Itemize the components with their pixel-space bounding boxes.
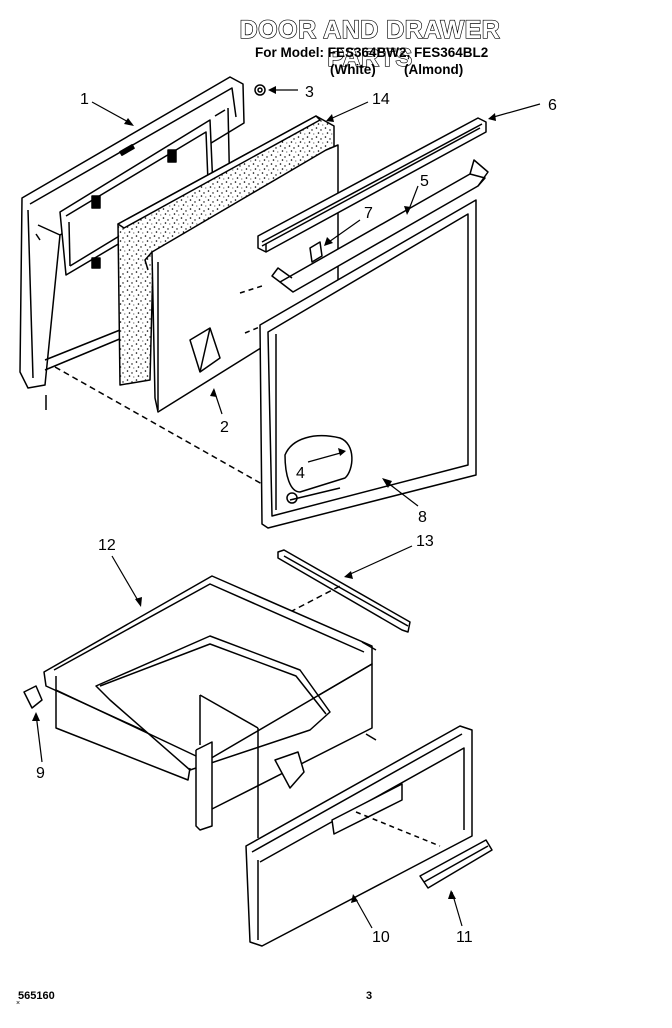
- callout-3: 3: [305, 84, 314, 101]
- color-almond-label: (Almond): [404, 62, 464, 77]
- footer-code: 565160: [18, 990, 55, 1002]
- callout-11: 11: [456, 929, 473, 946]
- door-top-trim: [257, 117, 487, 253]
- drawer-front-panel: [245, 725, 473, 947]
- drawer-glide: [23, 685, 43, 709]
- callout-9: 9: [36, 765, 45, 782]
- callout-14: 14: [372, 91, 390, 108]
- page-title: DOOR AND DRAWER PARTS: [239, 15, 501, 72]
- drawer-rear-rail: [277, 549, 411, 633]
- callout-7: 7: [364, 205, 373, 222]
- door-top-rail: [271, 159, 489, 293]
- outer-door-panel: [19, 76, 245, 410]
- screw-part: [254, 84, 266, 96]
- callout-6: 6: [548, 97, 557, 114]
- drawer-body: [43, 575, 377, 838]
- callout-4: 4: [296, 465, 305, 482]
- inner-door-liner: [144, 144, 339, 413]
- callout-labels: 1 2 3 4 5 6 7 8 9 10 11 12 13 14: [36, 84, 557, 946]
- callout-8: 8: [418, 509, 427, 526]
- model-line: For Model: FES364BW2, FES364BL2: [255, 45, 489, 60]
- callout-10: 10: [372, 929, 390, 946]
- page-number: 3: [366, 990, 373, 1002]
- hinge-bracket: [309, 241, 323, 263]
- arrow-heads: [32, 86, 496, 903]
- leader-lines: [35, 89, 541, 929]
- callout-12: 12: [98, 537, 116, 554]
- callout-13: 13: [416, 533, 434, 550]
- drawer-handle: [419, 839, 493, 889]
- door-glass-frame: [259, 199, 477, 529]
- callout-5: 5: [420, 173, 429, 190]
- callout-2: 2: [220, 419, 229, 436]
- footer-mark: ×: [16, 1000, 21, 1007]
- color-white-label: (White): [330, 62, 376, 77]
- callout-1: 1: [80, 91, 89, 108]
